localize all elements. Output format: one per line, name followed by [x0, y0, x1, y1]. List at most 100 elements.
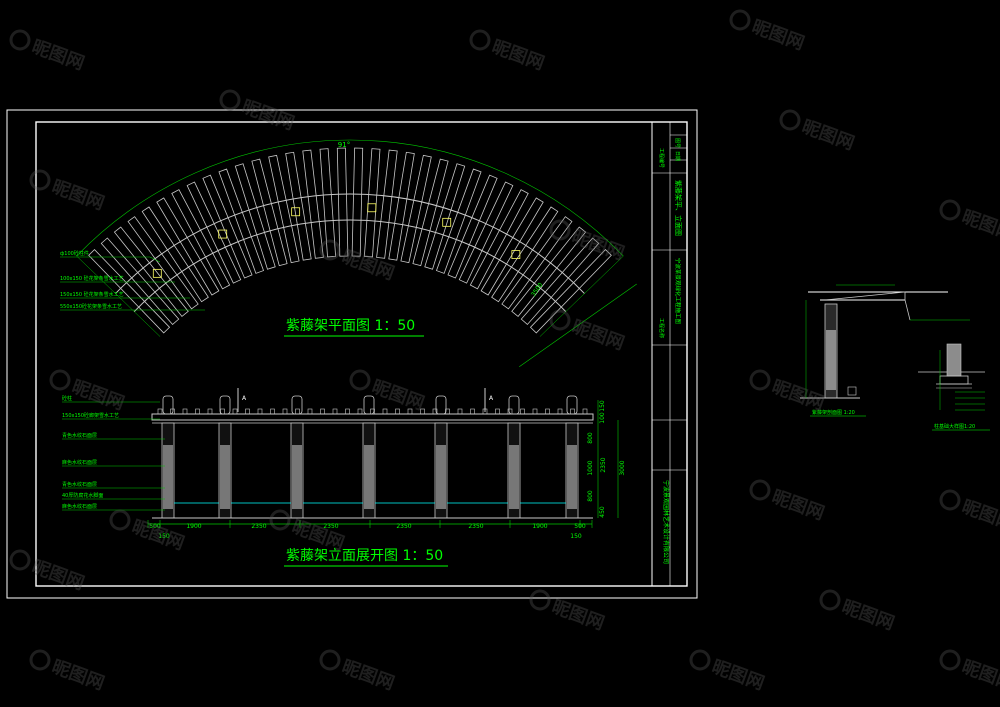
watermark-text: 昵图网 [49, 176, 107, 214]
plan-callout-1: ф100砼柱件 [60, 250, 89, 257]
watermark-logo-icon [469, 29, 491, 51]
watermark-text: 昵图网 [769, 376, 827, 414]
watermark-logo-icon [529, 589, 551, 611]
elev-top-beam [151, 413, 594, 421]
elev-rafter-end [470, 408, 475, 415]
elev-column-stone-cladding [163, 445, 173, 509]
elev-callout-3: 青色水纹石面层 [62, 432, 97, 439]
elevation-title: 紫藤架立面展开图 1：50 [286, 548, 443, 564]
plan-title: 紫藤架平面图 1：50 [286, 318, 415, 334]
elev-rafter-end [557, 408, 563, 415]
tb-header-3: 日期 [674, 151, 680, 161]
sub-dim-right: 150 [570, 533, 582, 540]
span-dim-7: 1900 [532, 523, 547, 530]
section-caption: 紫藤架剖面图 1:20 [812, 409, 855, 416]
watermark-logo-icon [319, 649, 341, 671]
watermark-logo-icon [9, 549, 31, 571]
elev-rafter-end [257, 408, 263, 415]
plan-beam-arc-outer [115, 193, 585, 294]
plan-angle-leg-left [76, 255, 161, 337]
watermark-text: 昵图网 [489, 36, 547, 74]
tb-project-name: 宁波某景观绿化工程施工图 [674, 258, 682, 325]
watermark-logo-icon [779, 109, 801, 131]
watermark-text: 昵图网 [29, 36, 87, 74]
plan-column [442, 217, 452, 227]
elevation-callouts: 砼柱 150x150砼廊架雪水工艺 青色水纹石面层 麻色水纹石面层 青色水纹石面… [62, 395, 165, 511]
elev-rafter-end [295, 408, 300, 415]
tb-header-1: 工程编号 [658, 148, 665, 168]
watermark-logo-icon [749, 479, 771, 501]
elev-rafter-end [157, 408, 163, 415]
plan-angle-arc [76, 139, 624, 257]
elev-callout-1: 砼柱 [62, 395, 72, 402]
watermark-logo-icon [49, 369, 71, 391]
elevation-horizontal-dimensions: 500 1900 2350 2350 2350 2350 1900 500 15… [148, 523, 592, 540]
elev-rafter-end [345, 408, 350, 415]
plan-rafter [480, 197, 544, 296]
plan-callout-3: 150x150 砼花架条雪水工艺 [60, 291, 124, 298]
plan-rafter [302, 149, 324, 259]
elev-column-stone-cladding [436, 445, 446, 509]
plan-rafter [319, 148, 337, 258]
watermark-logo-icon [749, 369, 771, 391]
elev-column-capital [363, 395, 375, 415]
span-dim-1: 500 [149, 523, 161, 530]
watermark-logo-icon [549, 309, 571, 331]
plan-column [367, 203, 377, 213]
elev-rafter-end [270, 408, 275, 415]
plan-rafter [501, 216, 573, 310]
elev-callout-4: 麻色水纹石面层 [62, 459, 97, 466]
elev-column-stone-cladding [509, 445, 519, 509]
watermark-logo-icon [109, 509, 131, 531]
watermark-text: 昵图网 [549, 596, 607, 634]
elev-rafter-end [245, 408, 250, 415]
vdim-2: 100 [599, 412, 606, 424]
span-dim-3: 2350 [251, 523, 266, 530]
watermark-logo-icon [939, 649, 961, 671]
elev-rafter-end [582, 408, 588, 415]
section-mark-right: A [484, 388, 494, 412]
elev-rafter-end [507, 408, 513, 415]
elev-rafter-end [495, 408, 500, 415]
plan-rafter [412, 158, 449, 267]
elevation-view [147, 395, 594, 528]
elev-column-capital [291, 395, 303, 415]
elev-column-capital [219, 395, 231, 415]
watermark-logo-icon [269, 509, 291, 531]
elev-callout-7: 麻色水纹石面层 [62, 503, 97, 510]
section-mark-label-left: A [242, 395, 247, 402]
tb-header-2: 图号 [674, 138, 680, 148]
watermark-logo-icon [819, 589, 841, 611]
elev-rafter-end [320, 408, 325, 415]
watermark-text: 昵图网 [569, 316, 627, 354]
plan-angle-label: 91° [338, 141, 350, 149]
plan-column [218, 229, 228, 239]
plan-rafter [435, 168, 482, 274]
plan-beam-arc-inner [133, 219, 567, 312]
watermark-text: 昵图网 [839, 596, 897, 634]
plan-rafter [268, 154, 300, 264]
watermark-text: 昵图网 [49, 656, 107, 694]
plan-rafter [88, 249, 171, 334]
watermark-text: 昵图网 [709, 656, 767, 694]
elev-rafter-end [382, 408, 388, 415]
tb-project-label: 工程名称 [658, 318, 665, 338]
elev-rafter-end [282, 408, 288, 415]
vdim-4: 1000 [587, 460, 594, 475]
watermark-layer: 昵图网昵图网昵图网昵图网昵图网昵图网昵图网昵图网昵图网昵图网昵图网昵图网昵图网昵… [9, 9, 1000, 695]
section-mark-label-right: A [489, 395, 494, 402]
plan-rafter [400, 154, 432, 264]
elev-rafter-end [432, 408, 438, 415]
elev-rafter-end [332, 408, 338, 415]
span-dim-5: 2350 [396, 523, 411, 530]
vdim-7: 3000 [619, 460, 626, 475]
elev-rafter-end [520, 408, 525, 415]
watermark-logo-icon [939, 199, 961, 221]
watermark-text: 昵图网 [959, 496, 1000, 534]
vdim-8: 2350 [600, 457, 607, 472]
plan-rafter [171, 189, 231, 290]
elev-column-capital [508, 395, 520, 415]
elev-rafter-end [232, 408, 238, 415]
plan-view [76, 139, 637, 368]
elev-rafter-end [545, 408, 550, 415]
